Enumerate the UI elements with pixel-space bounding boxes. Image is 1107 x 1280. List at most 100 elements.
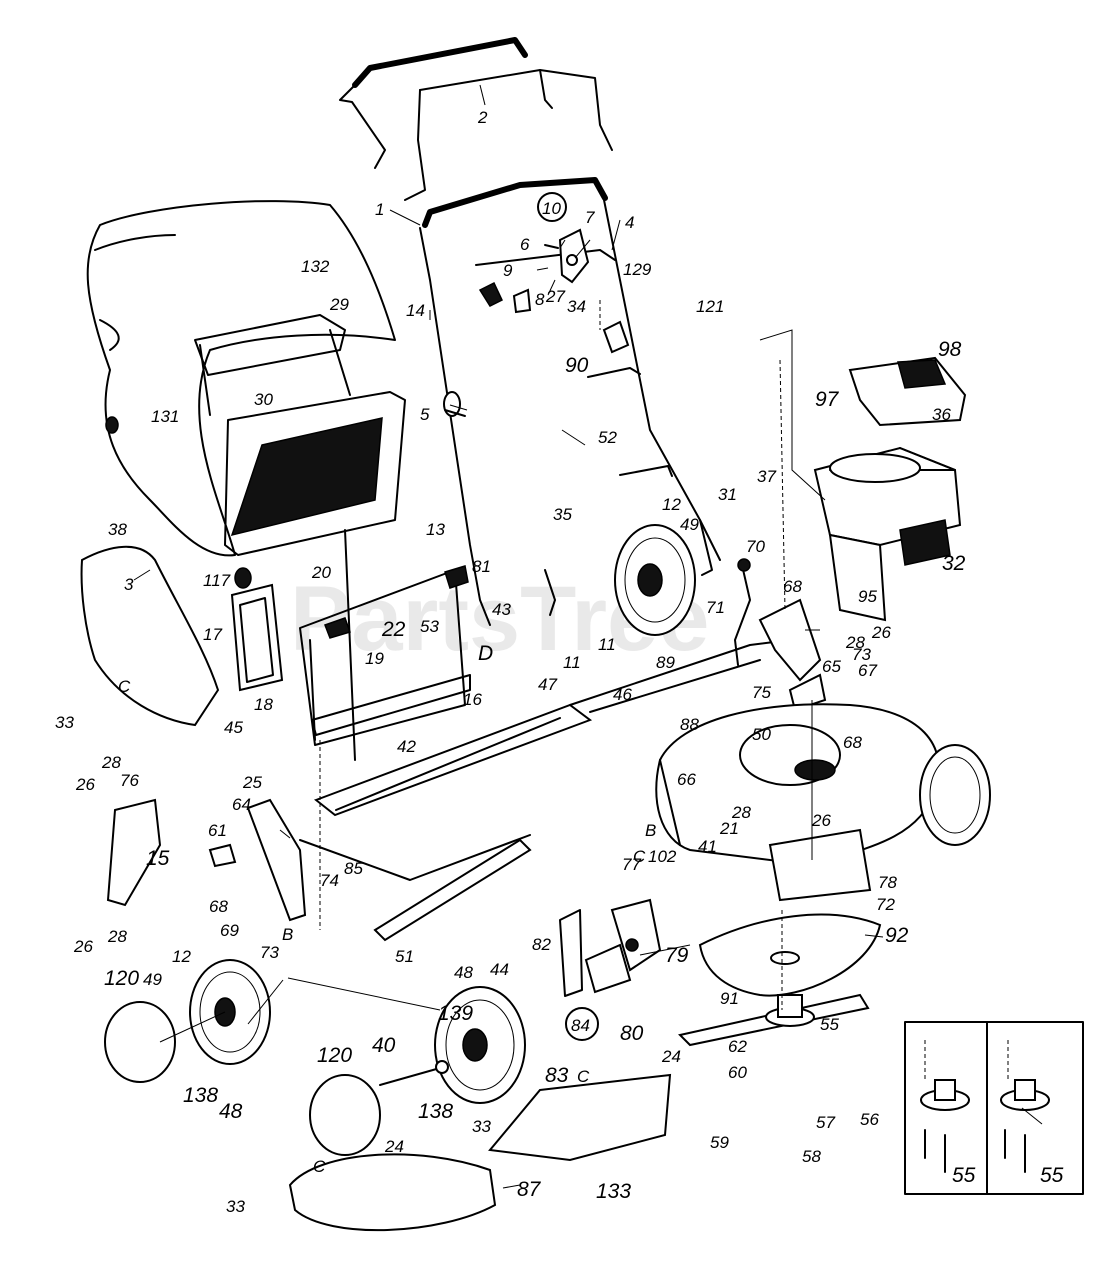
label-24a: 24 (661, 1047, 681, 1066)
rod-20 (344, 529, 356, 761)
label-73b: 73 (260, 943, 279, 962)
label-26b: 26 (73, 937, 93, 956)
label-97: 97 (815, 388, 840, 411)
label-74: 74 (320, 871, 339, 890)
part-labels: 1 2 3 4 5 6 7 8 9 10 11 11 12 12 13 14 1… (55, 108, 1064, 1216)
axle-rod (589, 659, 761, 713)
label-102: 102 (648, 847, 677, 866)
label-84: 84 (571, 1016, 590, 1035)
chute-deflector-79 (610, 898, 662, 972)
label-26c: 26 (871, 623, 891, 642)
label-B2: B (282, 925, 293, 944)
label-18: 18 (254, 695, 273, 714)
label-31: 31 (718, 485, 737, 504)
label-C3: C (577, 1067, 590, 1086)
label-28d: 28 (731, 803, 751, 822)
label-21: 21 (719, 819, 739, 838)
label-68c: 68 (209, 897, 228, 916)
label-56: 56 (860, 1110, 879, 1129)
label-75: 75 (752, 683, 771, 702)
label-77: 77 (622, 855, 641, 874)
wheel-left (189, 959, 271, 1065)
label-55a: 55 (820, 1015, 839, 1034)
label-46: 46 (613, 685, 632, 704)
label-88: 88 (680, 715, 699, 734)
label-C4: C (313, 1157, 326, 1176)
upper-handle (339, 37, 613, 201)
grass-bag (86, 200, 396, 557)
label-26d: 26 (811, 811, 831, 830)
label-73a: 73 (852, 645, 871, 664)
label-10: 10 (542, 199, 561, 218)
label-15: 15 (146, 847, 170, 870)
label-29: 29 (329, 295, 349, 314)
label-67: 67 (858, 661, 877, 680)
label-98: 98 (938, 338, 962, 361)
handle-knob-27 (512, 288, 532, 314)
label-43: 43 (492, 600, 511, 619)
label-62: 62 (728, 1037, 747, 1056)
label-131: 131 (151, 407, 179, 426)
label-33b: 33 (472, 1117, 491, 1136)
label-44: 44 (490, 960, 509, 979)
label-8: 8 (535, 290, 545, 309)
label-80: 80 (620, 1022, 644, 1045)
wheel-bolt-40 (379, 1060, 449, 1086)
hinge-bracket-80 (559, 909, 632, 997)
label-95: 95 (858, 587, 877, 606)
inset-blade-adapters (904, 1021, 1084, 1195)
label-C2: C (633, 847, 646, 866)
label-48a: 48 (454, 963, 473, 982)
label-25: 25 (242, 773, 262, 792)
label-36: 36 (932, 405, 951, 424)
label-30: 30 (254, 390, 273, 409)
label-26a: 26 (75, 775, 95, 794)
label-87: 87 (517, 1178, 542, 1201)
wheel-center (434, 986, 526, 1104)
label-5: 5 (420, 405, 430, 424)
label-11a: 11 (598, 635, 616, 654)
label-57: 57 (816, 1113, 835, 1132)
label-85: 85 (344, 859, 363, 878)
label-66: 66 (677, 770, 696, 789)
label-35: 35 (553, 505, 572, 524)
label-12b: 12 (172, 947, 191, 966)
label-120b: 120 (317, 1044, 352, 1067)
engine (813, 446, 962, 622)
label-69: 69 (220, 921, 239, 940)
label-72: 72 (876, 895, 895, 914)
label-61: 61 (208, 821, 227, 840)
lower-handle (419, 177, 721, 626)
label-60: 60 (728, 1063, 747, 1082)
label-28b: 28 (107, 927, 127, 946)
bag-frame (194, 314, 406, 556)
rear-door (230, 567, 284, 692)
label-45: 45 (224, 718, 243, 737)
callout-circle-10 (537, 192, 567, 222)
label-40: 40 (372, 1034, 396, 1057)
label-70: 70 (746, 537, 765, 556)
label-7: 7 (585, 208, 595, 227)
label-82: 82 (532, 935, 551, 954)
label-133: 133 (596, 1180, 631, 1203)
label-49b: 49 (143, 970, 162, 989)
leader-lines (133, 84, 1043, 1189)
label-52: 52 (598, 428, 617, 447)
label-68a: 68 (783, 577, 802, 596)
label-132: 132 (301, 257, 330, 276)
label-2: 2 (477, 108, 488, 127)
label-53: 53 (420, 617, 439, 636)
label-92: 92 (885, 924, 909, 947)
label-11b: 11 (563, 653, 581, 672)
label-121: 121 (696, 297, 724, 316)
hubcap-center (309, 1074, 381, 1156)
label-3: 3 (124, 575, 134, 594)
label-34: 34 (567, 297, 586, 316)
label-129: 129 (623, 260, 652, 279)
label-42: 42 (397, 737, 416, 756)
rear-frame (299, 565, 471, 746)
label-B1: B (645, 821, 656, 840)
mower-deck (655, 703, 940, 902)
discharge-plug-87 (288, 1153, 497, 1232)
